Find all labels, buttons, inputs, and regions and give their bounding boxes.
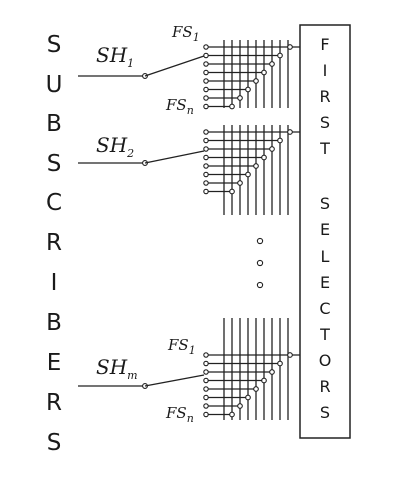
sh1-contact-dot bbox=[203, 69, 209, 76]
box-letter: T bbox=[319, 139, 330, 158]
box-letter: E bbox=[320, 220, 330, 239]
sh2-contact-dot bbox=[203, 163, 209, 169]
switch-label-sh1: SH1 bbox=[96, 43, 134, 70]
column-letter: R bbox=[46, 390, 62, 416]
shm-junction-dot bbox=[261, 377, 267, 384]
box-letter: E bbox=[320, 273, 330, 292]
sh1-junction-dot bbox=[229, 103, 235, 110]
sh1-junction-dot bbox=[269, 61, 275, 67]
box-letter: L bbox=[321, 247, 330, 266]
sh1-junction-dot bbox=[253, 78, 259, 84]
fs-label-top-1: FS1 bbox=[171, 23, 200, 44]
shm-contact-dot bbox=[203, 386, 209, 392]
sh2-junction-dot bbox=[261, 154, 267, 161]
sh2-contact-dot bbox=[203, 146, 209, 152]
box-letter: F bbox=[320, 35, 329, 54]
switch-label-shm: SHm bbox=[96, 355, 138, 382]
box-letter: R bbox=[319, 377, 330, 396]
wiring-group bbox=[78, 40, 300, 420]
sh1-switch-arm bbox=[144, 55, 205, 77]
first-selectors-label: F I R S T S E L E C T O R S bbox=[319, 35, 332, 422]
first-selectors-box bbox=[299, 24, 351, 439]
ellipsis-dot bbox=[256, 259, 264, 267]
shm-contact-dot bbox=[203, 369, 209, 375]
subscribers-column: S U B S C R I B E R S bbox=[46, 32, 63, 456]
box-letter: S bbox=[320, 194, 330, 213]
shm-switch-arm bbox=[144, 374, 205, 387]
sh2-contact-dot bbox=[203, 137, 209, 144]
sh2-junction-dot bbox=[287, 129, 293, 135]
sh1-junction-dot bbox=[277, 52, 283, 59]
sh1-contact-dot bbox=[203, 86, 209, 93]
shm-junction-dot bbox=[277, 360, 283, 367]
sh2-contact-dot bbox=[203, 171, 209, 178]
sh2-junction-dot bbox=[229, 188, 235, 195]
sh1-contact-dot bbox=[203, 61, 209, 67]
column-letter: U bbox=[46, 72, 63, 98]
box-letter: S bbox=[320, 403, 330, 422]
shm-contact-dot bbox=[203, 403, 209, 409]
box-letter: I bbox=[323, 61, 328, 80]
box-letter: R bbox=[319, 87, 330, 106]
sh2-junction-dot bbox=[277, 137, 283, 144]
sh2-contact-dot bbox=[203, 188, 209, 195]
sh2-junction-dot bbox=[245, 171, 251, 178]
box-letter: S bbox=[320, 113, 330, 132]
column-letter: B bbox=[46, 111, 62, 137]
column-letter: C bbox=[46, 190, 62, 216]
column-letter: S bbox=[47, 32, 62, 58]
box-letter: T bbox=[319, 325, 330, 344]
column-letter: E bbox=[47, 350, 62, 376]
sh2-junction-dot bbox=[237, 180, 243, 186]
sh1-junction-dot bbox=[287, 44, 293, 50]
sh1-junction-dot bbox=[245, 86, 251, 93]
column-letter: R bbox=[46, 230, 62, 256]
shm-junction-dot bbox=[229, 411, 235, 418]
ellipsis-dot bbox=[256, 237, 264, 245]
column-letter: I bbox=[51, 270, 58, 296]
box-letter: O bbox=[319, 351, 332, 370]
shm-junction-dot bbox=[237, 403, 243, 409]
switch-label-sh2: SH2 bbox=[96, 133, 134, 160]
shm-contact-dot bbox=[203, 411, 209, 418]
ellipsis-dot bbox=[256, 281, 264, 289]
sh1-contact-dot bbox=[203, 78, 209, 84]
sh1-contact-dot bbox=[203, 103, 209, 110]
fs-label-bottom-n: FSn bbox=[165, 404, 194, 425]
column-letter: S bbox=[47, 430, 62, 456]
sh1-junction-dot bbox=[261, 69, 267, 76]
sh2-contact-dot bbox=[203, 154, 209, 161]
sh2-junction-dot bbox=[253, 163, 259, 169]
shm-junction-dot bbox=[253, 386, 259, 392]
sh1-contact-dot bbox=[203, 44, 209, 50]
shm-contact-dot bbox=[203, 394, 209, 401]
fs-label-top-n: FSn bbox=[165, 96, 194, 117]
sh1-contact-dot bbox=[203, 95, 209, 101]
shm-junction-dot bbox=[287, 352, 293, 358]
sh1-contact-dot bbox=[203, 52, 209, 59]
sh2-switch-arm bbox=[144, 150, 205, 164]
column-letter: B bbox=[46, 310, 62, 336]
shm-contact-dot bbox=[203, 352, 209, 358]
box-letter: C bbox=[319, 299, 330, 318]
fs-label-bottom-1: FS1 bbox=[167, 336, 196, 357]
sh2-junction-dot bbox=[269, 146, 275, 152]
shm-contact-dot bbox=[203, 377, 209, 384]
sh2-contact-dot bbox=[203, 180, 209, 186]
column-letter: S bbox=[47, 151, 62, 177]
shm-junction-dot bbox=[245, 394, 251, 401]
shm-junction-dot bbox=[269, 369, 275, 375]
shm-contact-dot bbox=[203, 360, 209, 367]
sh1-junction-dot bbox=[237, 95, 243, 101]
sh2-contact-dot bbox=[203, 129, 209, 135]
